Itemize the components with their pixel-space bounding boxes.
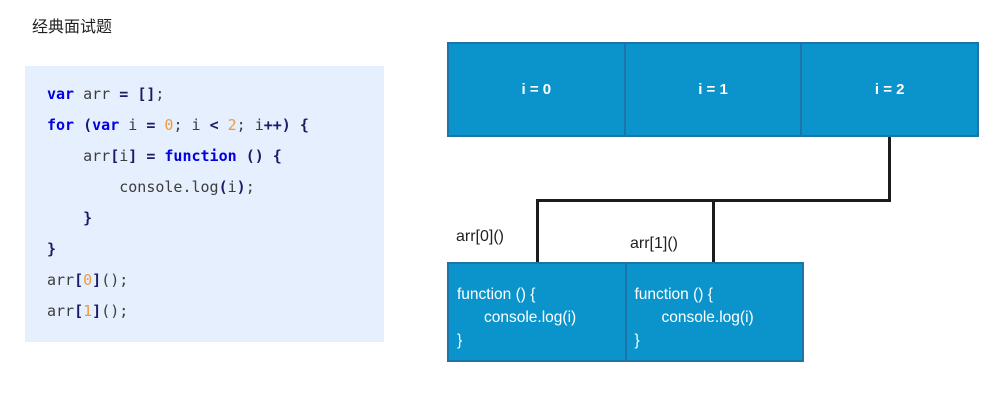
code-token: for xyxy=(47,116,75,134)
code-token: ( xyxy=(218,178,228,196)
code-token: 0 xyxy=(164,116,174,134)
code-token: } xyxy=(47,240,57,258)
function-box-line: } xyxy=(634,332,640,349)
code-token: ) xyxy=(236,178,246,196)
code-token: (); xyxy=(101,271,129,289)
code-line: arr[1](); xyxy=(47,296,384,327)
function-box-line: } xyxy=(457,332,463,349)
code-token: [ xyxy=(74,302,84,320)
code-line: console.log(i); xyxy=(47,172,384,203)
code-token: ; xyxy=(155,85,165,103)
function-box-line: function () { xyxy=(634,286,713,303)
code-token: [ xyxy=(74,271,84,289)
code-token: i xyxy=(227,178,237,196)
code-token: 1 xyxy=(83,302,93,320)
code-token: = xyxy=(119,85,129,103)
code-token: [ xyxy=(110,147,120,165)
code-token: ++) xyxy=(263,116,291,134)
code-token xyxy=(47,209,83,227)
code-token: ( xyxy=(83,116,93,134)
call-label-arr1: arr[1]() xyxy=(630,235,678,252)
code-token: arr xyxy=(47,271,75,289)
code-line: var arr = []; xyxy=(47,79,384,110)
function-box-line: console.log(i) xyxy=(484,309,577,326)
connector-line-to-function-0 xyxy=(536,199,539,263)
code-token xyxy=(74,116,83,134)
code-token: = xyxy=(146,147,156,165)
code-token: function xyxy=(164,147,237,165)
page-title: 经典面试题 xyxy=(32,19,113,36)
iteration-box-0: i = 0 xyxy=(521,81,552,98)
code-token: (); xyxy=(101,302,129,320)
code-token: arr xyxy=(47,147,111,165)
code-line: } xyxy=(47,203,384,234)
code-token xyxy=(291,116,300,134)
code-token: arr xyxy=(74,85,120,103)
code-token: ] xyxy=(128,147,138,165)
code-line: } xyxy=(47,234,384,265)
function-box-line: console.log(i) xyxy=(661,309,754,326)
code-token xyxy=(264,147,273,165)
code-block: var arr = [];for (var i = 0; i < 2; i++)… xyxy=(25,66,384,342)
code-token xyxy=(237,147,246,165)
function-box-0: function () { console.log(i)} xyxy=(449,264,625,360)
iteration-box-2: i = 2 xyxy=(800,44,977,135)
code-token xyxy=(137,147,146,165)
code-token: { xyxy=(299,116,309,134)
connector-line-to-function-1 xyxy=(712,199,715,263)
code-token xyxy=(128,85,137,103)
code-token: ; i xyxy=(173,116,210,134)
code-token: i xyxy=(119,147,129,165)
code-token: ] xyxy=(92,271,102,289)
call-label-arr0: arr[0]() xyxy=(456,228,504,245)
code-token: } xyxy=(83,209,93,227)
code-token: = xyxy=(146,116,156,134)
code-token: 2 xyxy=(227,116,237,134)
function-box-1: function () { console.log(i)} xyxy=(624,264,803,360)
code-token: ] xyxy=(92,302,102,320)
code-token: [] xyxy=(137,85,156,103)
connector-line-from-i2 xyxy=(888,137,891,202)
code-token: arr xyxy=(47,302,75,320)
code-token: ; xyxy=(245,178,255,196)
code-token: () xyxy=(245,147,264,165)
code-token: < xyxy=(209,116,219,134)
function-box-line: function () { xyxy=(457,286,536,303)
code-line: for (var i = 0; i < 2; i++) { xyxy=(47,110,384,141)
code-token: ; i xyxy=(236,116,264,134)
code-token: { xyxy=(272,147,282,165)
code-token xyxy=(219,116,228,134)
code-token: var xyxy=(92,116,120,134)
code-token: var xyxy=(47,85,75,103)
code-token: i xyxy=(119,116,147,134)
code-line: arr[0](); xyxy=(47,265,384,296)
function-row: function () {console.log(i)}function () … xyxy=(447,262,804,362)
code-token: 0 xyxy=(83,271,93,289)
code-token: console.log xyxy=(47,178,219,196)
iteration-box-1: i = 1 xyxy=(623,44,801,135)
code-line: arr[i] = function () { xyxy=(47,141,384,172)
